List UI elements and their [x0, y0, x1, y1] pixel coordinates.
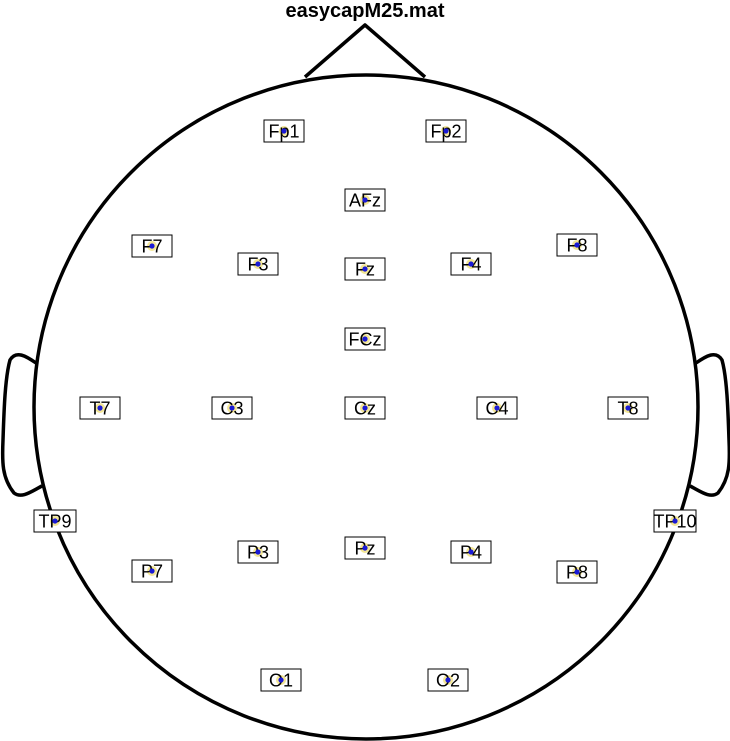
- electrodes-layer: Fp1 Fp2AFzF7F3 Fz F4 F8FCzT7 C3 Cz C4 T8TP9 TP10P…: [33, 119, 697, 692]
- electrode-dot: [362, 405, 368, 411]
- head-circle: [32, 73, 700, 741]
- electrode-o2: O2: [427, 668, 469, 692]
- electrode-dot: [229, 405, 235, 411]
- right-ear: [689, 352, 730, 497]
- electrode-dot: [574, 242, 580, 248]
- electrode-dot: [468, 549, 474, 555]
- electrode-fcz: FCz: [344, 327, 386, 351]
- electrode-dot: [52, 518, 58, 524]
- electrode-dot: [672, 518, 678, 524]
- electrode-dot: [362, 197, 368, 203]
- electrode-dot: [362, 336, 368, 342]
- electrode-f7: F7: [131, 234, 173, 258]
- electrode-o1: O1: [260, 668, 302, 692]
- electrode-f3: F3: [237, 252, 279, 276]
- electrode-fp2: Fp2: [425, 119, 467, 143]
- electrode-f8: F8: [556, 233, 598, 257]
- electrode-dot: [255, 549, 261, 555]
- nose: [303, 23, 427, 79]
- electrode-pz: Pz: [344, 536, 386, 560]
- electrode-dot: [149, 243, 155, 249]
- electrode-fz: Fz: [344, 257, 386, 281]
- electrode-cz: Cz: [344, 396, 386, 420]
- electrode-dot: [281, 128, 287, 134]
- electrode-p8: P8: [556, 560, 598, 584]
- electrode-p7: P7: [131, 559, 173, 583]
- electrode-dot: [468, 261, 474, 267]
- electrode-c4: C4: [476, 396, 518, 420]
- head-outline: [0, 23, 730, 741]
- electrode-dot: [445, 677, 451, 683]
- electrode-dot: [362, 266, 368, 272]
- electrode-dot: [255, 261, 261, 267]
- electrode-dot: [149, 568, 155, 574]
- electrode-dot: [625, 405, 631, 411]
- electrode-dot: [494, 405, 500, 411]
- electrode-f4: F4: [450, 252, 492, 276]
- electrode-c3: C3: [211, 396, 253, 420]
- electrode-dot: [278, 677, 284, 683]
- electrode-dot: [443, 128, 449, 134]
- electrode-p3: P3: [237, 540, 279, 564]
- electrode-dot: [97, 405, 103, 411]
- electrode-dot: [362, 545, 368, 551]
- electrode-fp1: Fp1: [263, 119, 305, 143]
- left-ear: [0, 352, 43, 497]
- electrode-p4: P4: [450, 540, 492, 564]
- electrode-tp10: TP10: [653, 509, 697, 533]
- electrode-t8: T8: [607, 396, 649, 420]
- electrode-dot: [574, 569, 580, 575]
- figure-title: easycapM25.mat: [286, 0, 445, 22]
- electrode-tp9: TP9: [33, 509, 77, 533]
- electrode-t7: T7: [79, 396, 121, 420]
- electrode-afz: AFz: [344, 188, 386, 212]
